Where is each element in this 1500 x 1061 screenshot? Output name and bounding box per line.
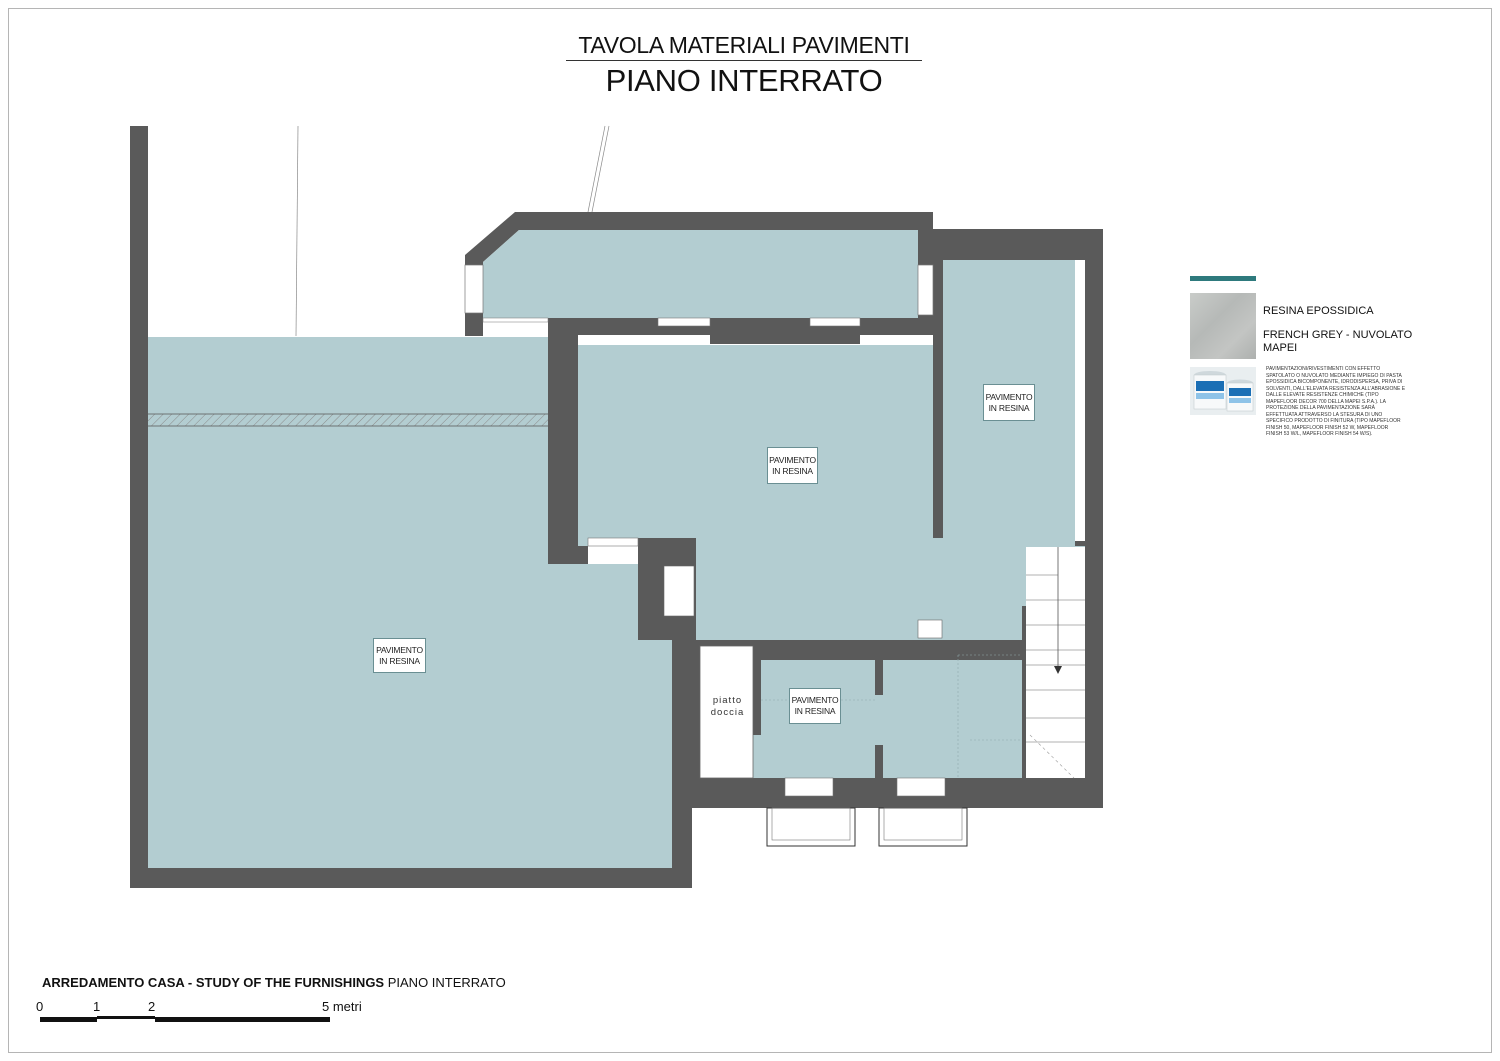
resin-swatch xyxy=(1190,293,1256,359)
beam-edges xyxy=(148,413,548,427)
finish-brand: MAPEI xyxy=(1263,342,1298,354)
niche xyxy=(917,619,943,639)
scale-label-2: 2 xyxy=(148,999,156,1014)
room-label-right: PAVIMENTO IN RESINA xyxy=(983,384,1035,421)
exterior-line xyxy=(587,125,610,213)
stair xyxy=(1026,547,1085,779)
project-name: ARREDAMENTO CASA - STUDY OF THE FURNISHI… xyxy=(42,975,385,990)
floor-fill xyxy=(130,126,1103,888)
material-finish: FRENCH GREY - NUVOLATO MAPEI xyxy=(1263,329,1463,355)
room-label-line: PAVIMENTO xyxy=(376,644,423,655)
project-caption: ARREDAMENTO CASA - STUDY OF THE FURNISHI… xyxy=(42,975,506,990)
beam-hatch xyxy=(148,414,548,426)
project-level: PIANO INTERRATO xyxy=(384,975,506,990)
product-bucket-icon xyxy=(1190,367,1256,415)
room-label-bath: PAVIMENTO IN RESINA xyxy=(789,688,841,724)
shower-label: piatto doccia xyxy=(705,695,750,719)
legend-accent-bar xyxy=(1190,276,1256,281)
material-description: PAVIMENTAZIONI/RIVESTIMENTI CON EFFETTO … xyxy=(1266,366,1406,437)
title-underline xyxy=(566,60,922,61)
floor-areas xyxy=(148,230,1085,868)
shower-label-line: doccia xyxy=(710,707,745,718)
shower-label-line: piatto xyxy=(712,695,743,706)
room-label-line: IN RESINA xyxy=(772,465,813,476)
room-label-line: IN RESINA xyxy=(794,706,836,716)
finish-line: FRENCH GREY - NUVOLATO xyxy=(1263,329,1413,341)
room-label-central: PAVIMENTO IN RESINA xyxy=(767,447,818,484)
room-label-line: PAVIMENTO xyxy=(985,391,1033,402)
room-label-large: PAVIMENTO IN RESINA xyxy=(373,638,426,673)
material-name: RESINA EPOSSIDICA xyxy=(1263,305,1374,317)
drawing-frame xyxy=(8,8,1492,1053)
drawing-subtitle: PIANO INTERRATO xyxy=(605,63,883,98)
scale-bar xyxy=(40,1016,330,1022)
drawing-title: TAVOLA MATERIALI PAVIMENTI xyxy=(578,32,910,58)
exterior-line xyxy=(295,125,299,337)
room-label-line: PAVIMENTO xyxy=(791,695,839,705)
room-label-line: IN RESINA xyxy=(379,655,420,666)
room-label-line: IN RESINA xyxy=(988,402,1030,413)
scale-label-1: 1 xyxy=(93,999,101,1014)
niche xyxy=(663,565,695,617)
windows xyxy=(464,264,968,847)
shower-tray xyxy=(699,645,754,779)
scale-label-0: 0 xyxy=(36,999,44,1014)
product-image xyxy=(1190,367,1256,415)
scale-label-5: 5 metri xyxy=(322,999,362,1014)
room-label-line: PAVIMENTO xyxy=(769,454,816,465)
